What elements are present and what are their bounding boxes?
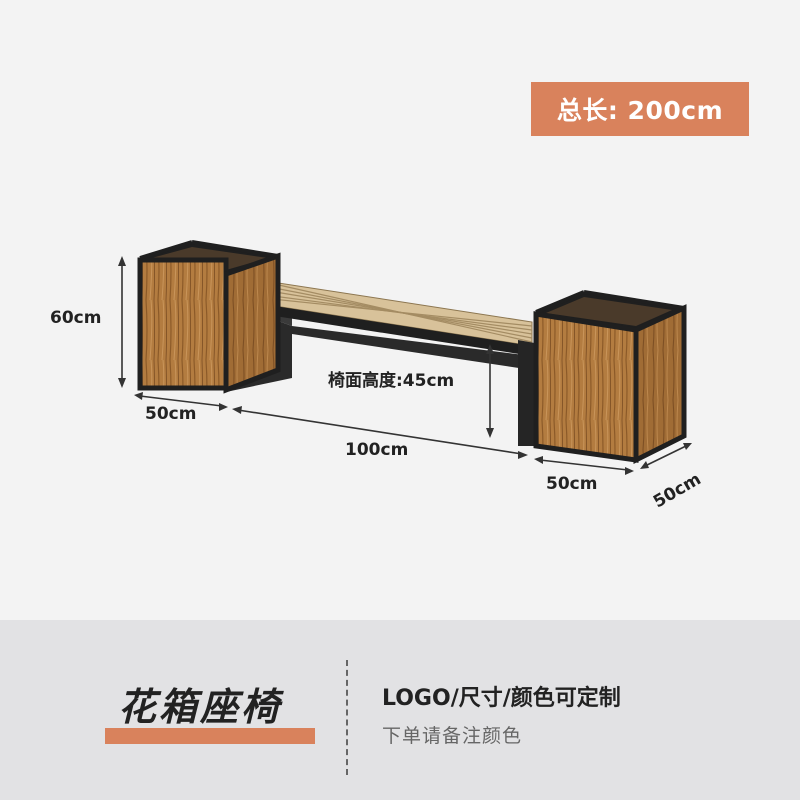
left-planter — [137, 240, 281, 394]
height-label: 60cm — [50, 308, 102, 328]
left-width-label: 50cm — [145, 404, 197, 424]
right-planter — [533, 290, 687, 465]
footer-panel — [0, 620, 800, 800]
customization-note: LOGO/尺寸/颜色可定制 — [382, 686, 621, 711]
bench-seat — [234, 281, 533, 370]
bench-illustration — [118, 240, 692, 475]
seat-height-label: 椅面高度:45cm — [328, 371, 455, 391]
dimension-lines — [118, 256, 692, 475]
right-width-label: 50cm — [546, 474, 598, 494]
middle-length-label: 100cm — [345, 440, 409, 460]
total-length-badge: 总长: 200cm — [531, 82, 749, 136]
product-title: 花箱座椅 — [118, 685, 283, 729]
footer-divider — [346, 660, 348, 775]
order-note: 下单请备注颜色 — [382, 725, 523, 747]
title-underline-bar — [105, 728, 315, 744]
product-title-block: 花箱座椅 — [100, 676, 330, 746]
